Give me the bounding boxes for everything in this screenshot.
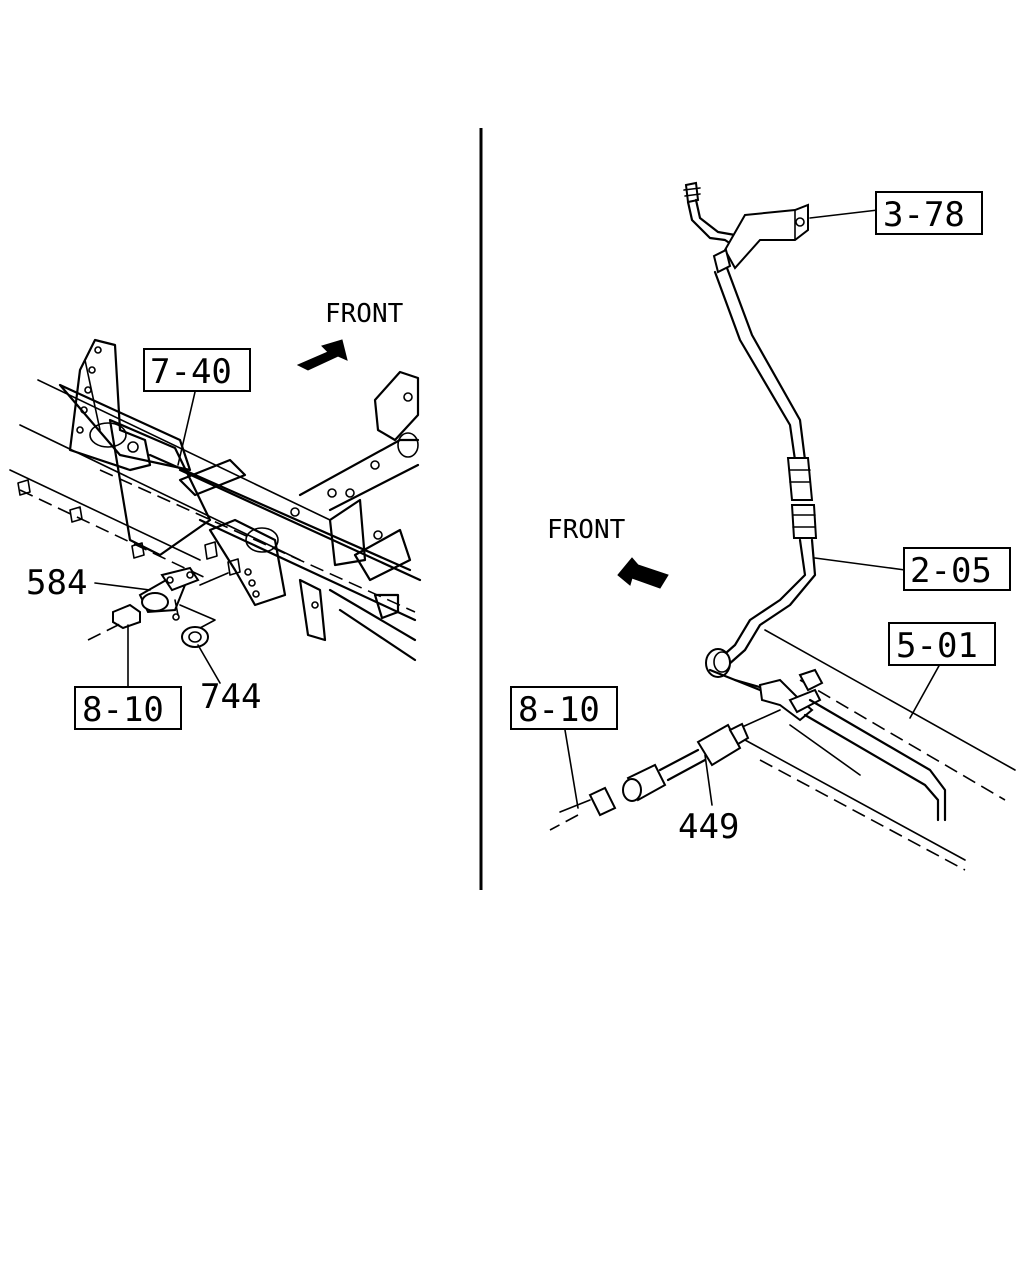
front-arrow-icon-right [617,557,669,589]
callout-5-01[interactable]: 5-01 [888,622,996,666]
callout-8-10-right[interactable]: 8-10 [510,686,618,730]
callout-3-78[interactable]: 3-78 [875,191,983,235]
leader-5-01 [909,663,941,719]
callout-8-10-left-label: 8-10 [82,690,164,730]
right-panel-illustration [549,181,1016,871]
callout-2-05-label: 2-05 [910,551,992,591]
part-584-label[interactable]: 584 [26,563,87,603]
callout-2-05[interactable]: 2-05 [903,547,1011,591]
front-label: FRONT [325,299,404,329]
callout-7-40[interactable]: 7-40 [143,348,251,392]
connector-8-10-illustration [112,603,141,630]
nut-744-illustration [181,626,209,648]
leader-744 [197,644,221,684]
front-label-right: FRONT [547,515,626,545]
leader-7-40 [177,391,196,466]
stud-bolts [17,479,241,576]
sensor-449-illustration [622,722,750,802]
part-744-label[interactable]: 744 [200,677,261,717]
left-panel-illustration [9,338,422,662]
callout-5-01-label: 5-01 [896,626,978,666]
leader-584 [94,582,151,591]
leader-449 [704,754,713,806]
part-449-label[interactable]: 449 [678,807,739,847]
sensor-584-illustration [138,566,229,629]
leader-2-05 [814,557,906,571]
leader-3-78 [809,209,879,219]
callout-3-78-label: 3-78 [883,195,965,235]
callout-7-40-label: 7-40 [150,352,232,392]
front-arrow-icon [296,339,348,371]
callout-8-10-left[interactable]: 8-10 [74,686,182,730]
leader-8-10-right [564,729,579,809]
callout-8-10-right-label: 8-10 [518,690,600,730]
